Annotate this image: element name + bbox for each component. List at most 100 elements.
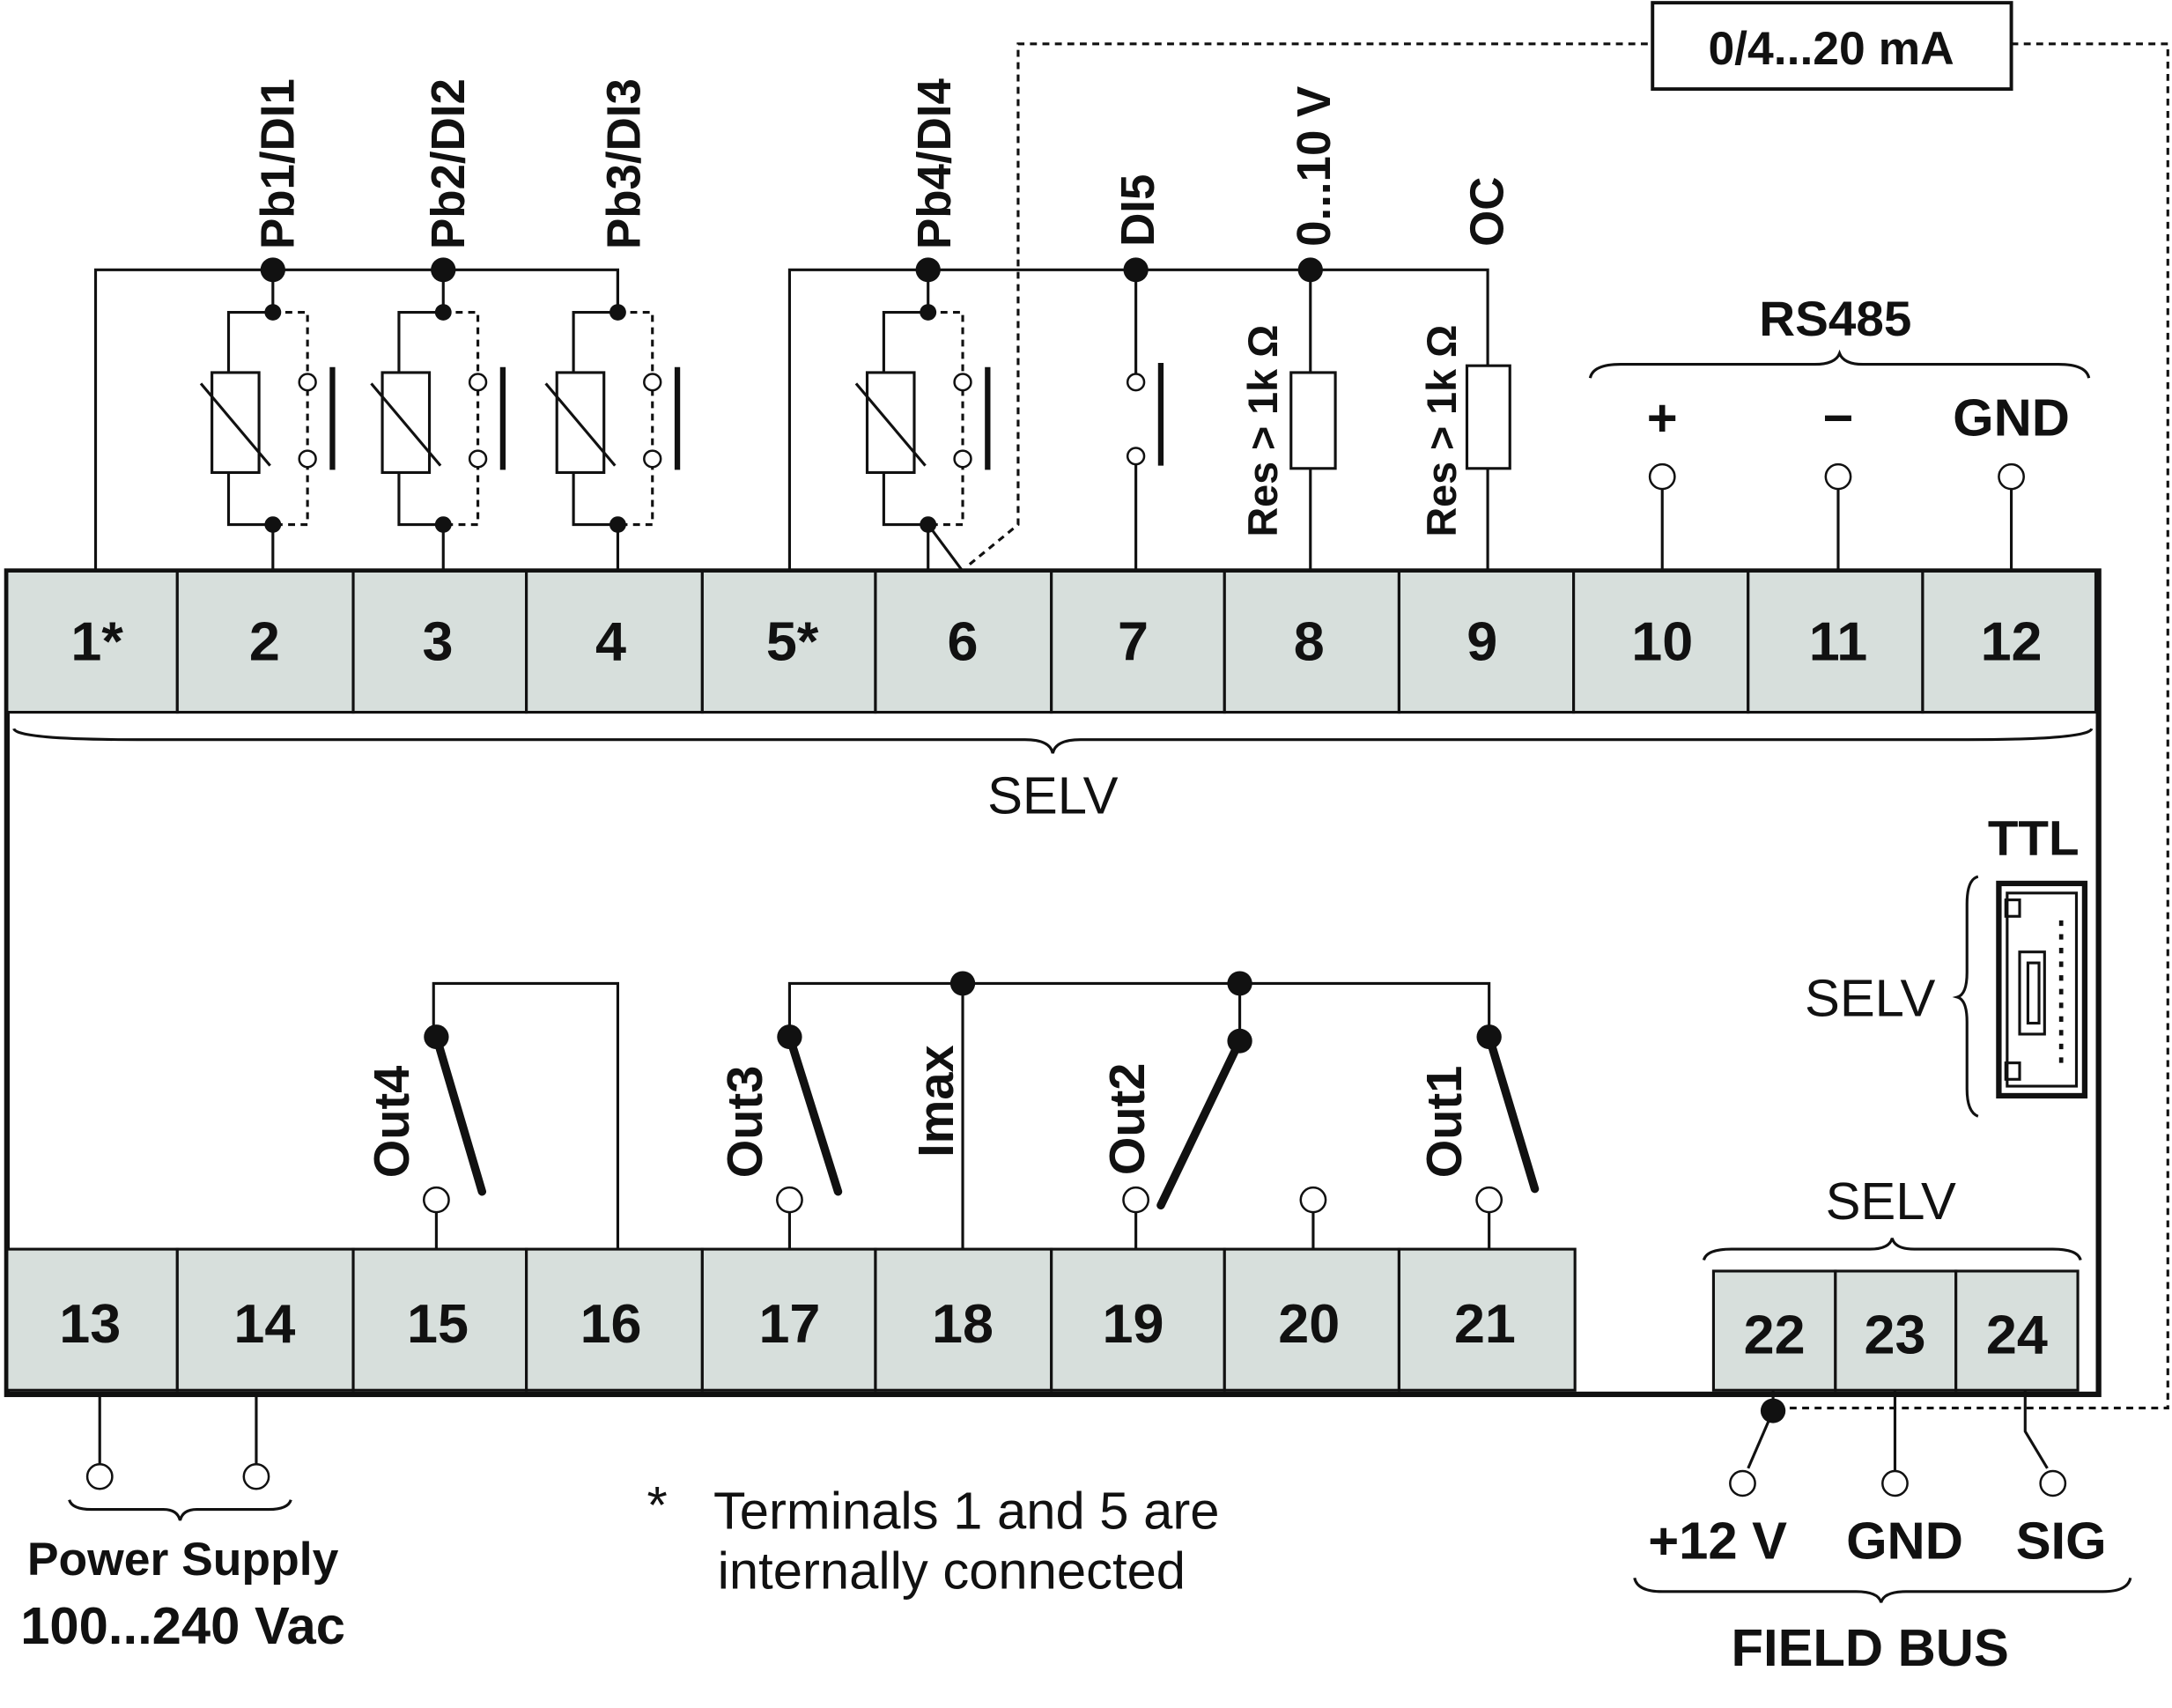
terminal-label: 4 [595,611,626,673]
label-out1: Out1 [1416,1066,1472,1178]
bottom-terminal-block: 13 14 15 16 17 18 19 20 21 [5,1247,1577,1392]
terminal-19 [1050,1247,1226,1392]
label-di5: DI5 [1112,174,1164,247]
brace [1633,1577,2132,1603]
label-pb3: Pb3/DI3 [598,78,650,249]
relay-outputs-wiring [422,971,1540,1250]
terminal-21 [1397,1247,1577,1392]
terminal-22 [1711,1269,1837,1392]
terminal-8 [1223,569,1401,714]
terminal-label: 10 [1631,611,1693,673]
terminal-6 [874,569,1053,714]
label-pb1: Pb1/DI1 [252,78,304,249]
label-pb4: Pb4/DI4 [909,78,961,249]
rs485-title: RS485 [1759,291,1911,346]
ttl-connector-icon [1996,880,2088,1099]
label-out2: Out2 [1099,1063,1155,1175]
terminal-label: 16 [580,1293,642,1355]
terminal-1 [5,569,179,714]
rs485-section: RS485 + − GND [1588,291,2091,572]
terminal-13 [5,1247,179,1392]
terminal-17 [700,1247,877,1392]
terminal-2 [175,569,355,714]
terminal-9 [1397,569,1576,714]
current-loop-wiring: 0/4...20 mA [968,1,2169,1410]
current-loop-label: 0/4...20 mA [1708,23,1954,75]
ttl-selv-label: SELV [1805,969,1936,1028]
fieldbus-12v-label: +12 V [1648,1512,1787,1571]
rs485-minus-label: − [1823,388,1854,447]
label-imax: Imax [908,1045,964,1157]
top-terminal-block: 1* 2 3 4 5* 6 7 8 9 10 11 12 [5,569,2098,714]
label-out4: Out4 [364,1066,419,1178]
footnote-line-1: Terminals 1 and 5 are [713,1482,1220,1541]
resistor-icon [1289,371,1337,470]
fieldbus-section: SELV +12 V GND SIG FIELD BUS [1633,1172,2132,1677]
terminal-label: 20 [1278,1293,1340,1355]
fieldbus-title: FIELD BUS [1731,1618,2008,1677]
fieldbus-terminal-block: 22 23 24 [1711,1269,2080,1392]
terminal-4 [525,569,704,714]
terminal-15 [351,1247,528,1392]
label-res-8: Res > 1k Ω [1240,325,1286,537]
terminal-20 [1223,1247,1401,1392]
label-out3: Out3 [717,1066,772,1178]
terminal-label: 6 [948,611,979,673]
terminal-label: 22 [1744,1305,1806,1366]
terminal-12 [1921,569,2098,714]
terminal-label: 5* [766,611,819,673]
terminal-label: 15 [407,1293,469,1355]
terminal-label: 18 [932,1293,994,1355]
terminal-label: 14 [233,1293,295,1355]
brace [68,1499,292,1521]
ttl-port-section: TTL SELV [1805,810,2088,1118]
terminal-label: 8 [1294,611,1325,673]
terminal-label: 11 [1809,611,1867,673]
power-voltage-label: 100...240 Vac [20,1596,345,1655]
brace [1588,349,2091,379]
rs485-plus-label: + [1647,388,1678,447]
terminal-label: 21 [1454,1293,1516,1355]
terminal-16 [525,1247,704,1392]
terminal-label: 17 [758,1293,820,1355]
resistor-icon [1465,364,1511,470]
label-pb2: Pb2/DI2 [423,78,475,249]
terminal-label: 2 [249,611,280,673]
terminal-5 [700,569,877,714]
terminal-label: 19 [1102,1293,1164,1355]
footnote-line-2: internally connected [718,1542,1186,1601]
ttl-title: TTL [1988,810,2080,866]
fieldbus-sig-label: SIG [2016,1512,2107,1571]
terminal-label: 1* [70,611,123,673]
terminal-11 [1747,569,1925,714]
current-loop-label-box [1651,1,2013,92]
brace [1952,875,1979,1118]
label-oc: OC [1461,177,1513,247]
terminal-label: 9 [1466,611,1497,673]
brace [1702,1238,2082,1261]
power-supply-section: Power Supply 100...240 Vac [20,1394,345,1655]
footnote: * Terminals 1 and 5 are internally conne… [646,1475,1219,1600]
terminal-label: 12 [1981,611,2043,673]
terminal-label: 13 [59,1293,121,1355]
label-0-10v: 0...10 V [1289,85,1341,247]
fieldbus-selv-label: SELV [1826,1172,1957,1231]
probe-inputs-wiring [93,257,988,572]
terminal-7 [1050,569,1226,714]
power-supply-label: Power Supply [27,1534,339,1586]
terminal-label: 24 [1986,1305,2048,1366]
selv-label: SELV [987,766,1119,825]
probe-symbol [199,270,336,572]
terminal-label: 7 [1118,611,1149,673]
terminal-24 [1954,1269,2080,1392]
terminal-label: 23 [1864,1305,1925,1366]
terminal-label: 3 [422,611,453,673]
digital-analog-inputs-wiring [787,257,1511,573]
label-res-9: Res > 1k Ω [1419,325,1465,537]
footnote-star: * [646,1475,667,1534]
fieldbus-gnd-label: GND [1846,1512,1963,1571]
terminal-18 [874,1247,1053,1392]
brace [12,728,2094,754]
rs485-gnd-label: GND [1953,388,2070,447]
